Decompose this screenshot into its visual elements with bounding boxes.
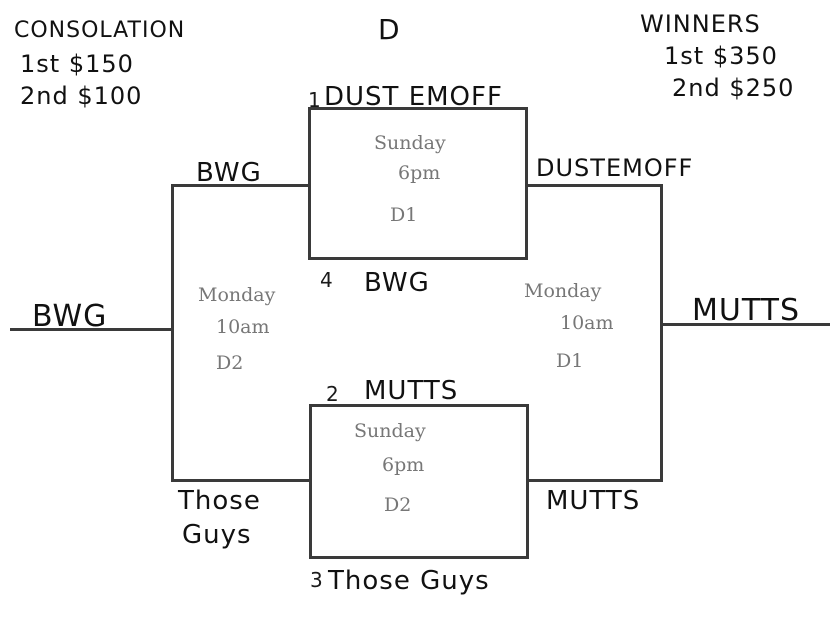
winners-title: WINNERS — [640, 10, 761, 38]
bottom-game-court: D2 — [384, 494, 412, 516]
top-winner-line — [527, 184, 663, 187]
bracket-letter: D — [378, 13, 401, 46]
seed-4-number: 4 — [320, 268, 333, 292]
bottom-winner-team: MUTTS — [546, 486, 641, 516]
top-game-day: Sunday — [374, 132, 446, 154]
winners-game-time: 10am — [560, 312, 614, 334]
top-loser-team: BWG — [196, 158, 262, 188]
seed-3-team: Those Guys — [328, 566, 490, 596]
seed-1-number: 1 — [308, 88, 321, 112]
top-game-time: 6pm — [398, 162, 441, 184]
winners-game-day: Monday — [524, 280, 602, 302]
consolation-game-day: Monday — [198, 284, 276, 306]
consolation-game-time: 10am — [216, 316, 270, 338]
seed-2-team: MUTTS — [364, 376, 459, 406]
top-winner-team: DUSTEMOFF — [536, 154, 694, 182]
top-loser-line — [172, 184, 309, 187]
bottom-game-day: Sunday — [354, 420, 426, 442]
winners-vertical-line — [660, 184, 663, 482]
consolation-game-court: D2 — [216, 352, 244, 374]
consolation-first-prize: 1st $150 — [20, 50, 134, 78]
consolation-champion-line — [10, 328, 172, 331]
winners-champion-line — [662, 323, 830, 326]
consolation-champion: BWG — [32, 299, 108, 334]
seed-4-team: BWG — [364, 268, 430, 298]
top-game-box — [308, 107, 528, 260]
bottom-winner-line — [528, 479, 662, 482]
consolation-vertical-line — [171, 184, 174, 482]
top-game-court: D1 — [390, 204, 418, 226]
bottom-loser-line — [172, 479, 310, 482]
seed-1-team: DUST EMOFF — [324, 82, 503, 112]
consolation-title: CONSOLATION — [14, 18, 186, 43]
winners-champion: MUTTS — [692, 293, 801, 328]
winners-second-prize: 2nd $250 — [672, 74, 795, 102]
winners-first-prize: 1st $350 — [664, 42, 778, 70]
bottom-game-time: 6pm — [382, 454, 425, 476]
consolation-second-prize: 2nd $100 — [20, 82, 143, 110]
seed-3-number: 3 — [310, 568, 323, 592]
winners-game-court: D1 — [556, 350, 584, 372]
bottom-game-box — [309, 404, 529, 559]
bottom-loser-team-line2: Guys — [182, 520, 252, 550]
seed-2-number: 2 — [326, 382, 339, 406]
bottom-loser-team-line1: Those — [178, 486, 261, 516]
